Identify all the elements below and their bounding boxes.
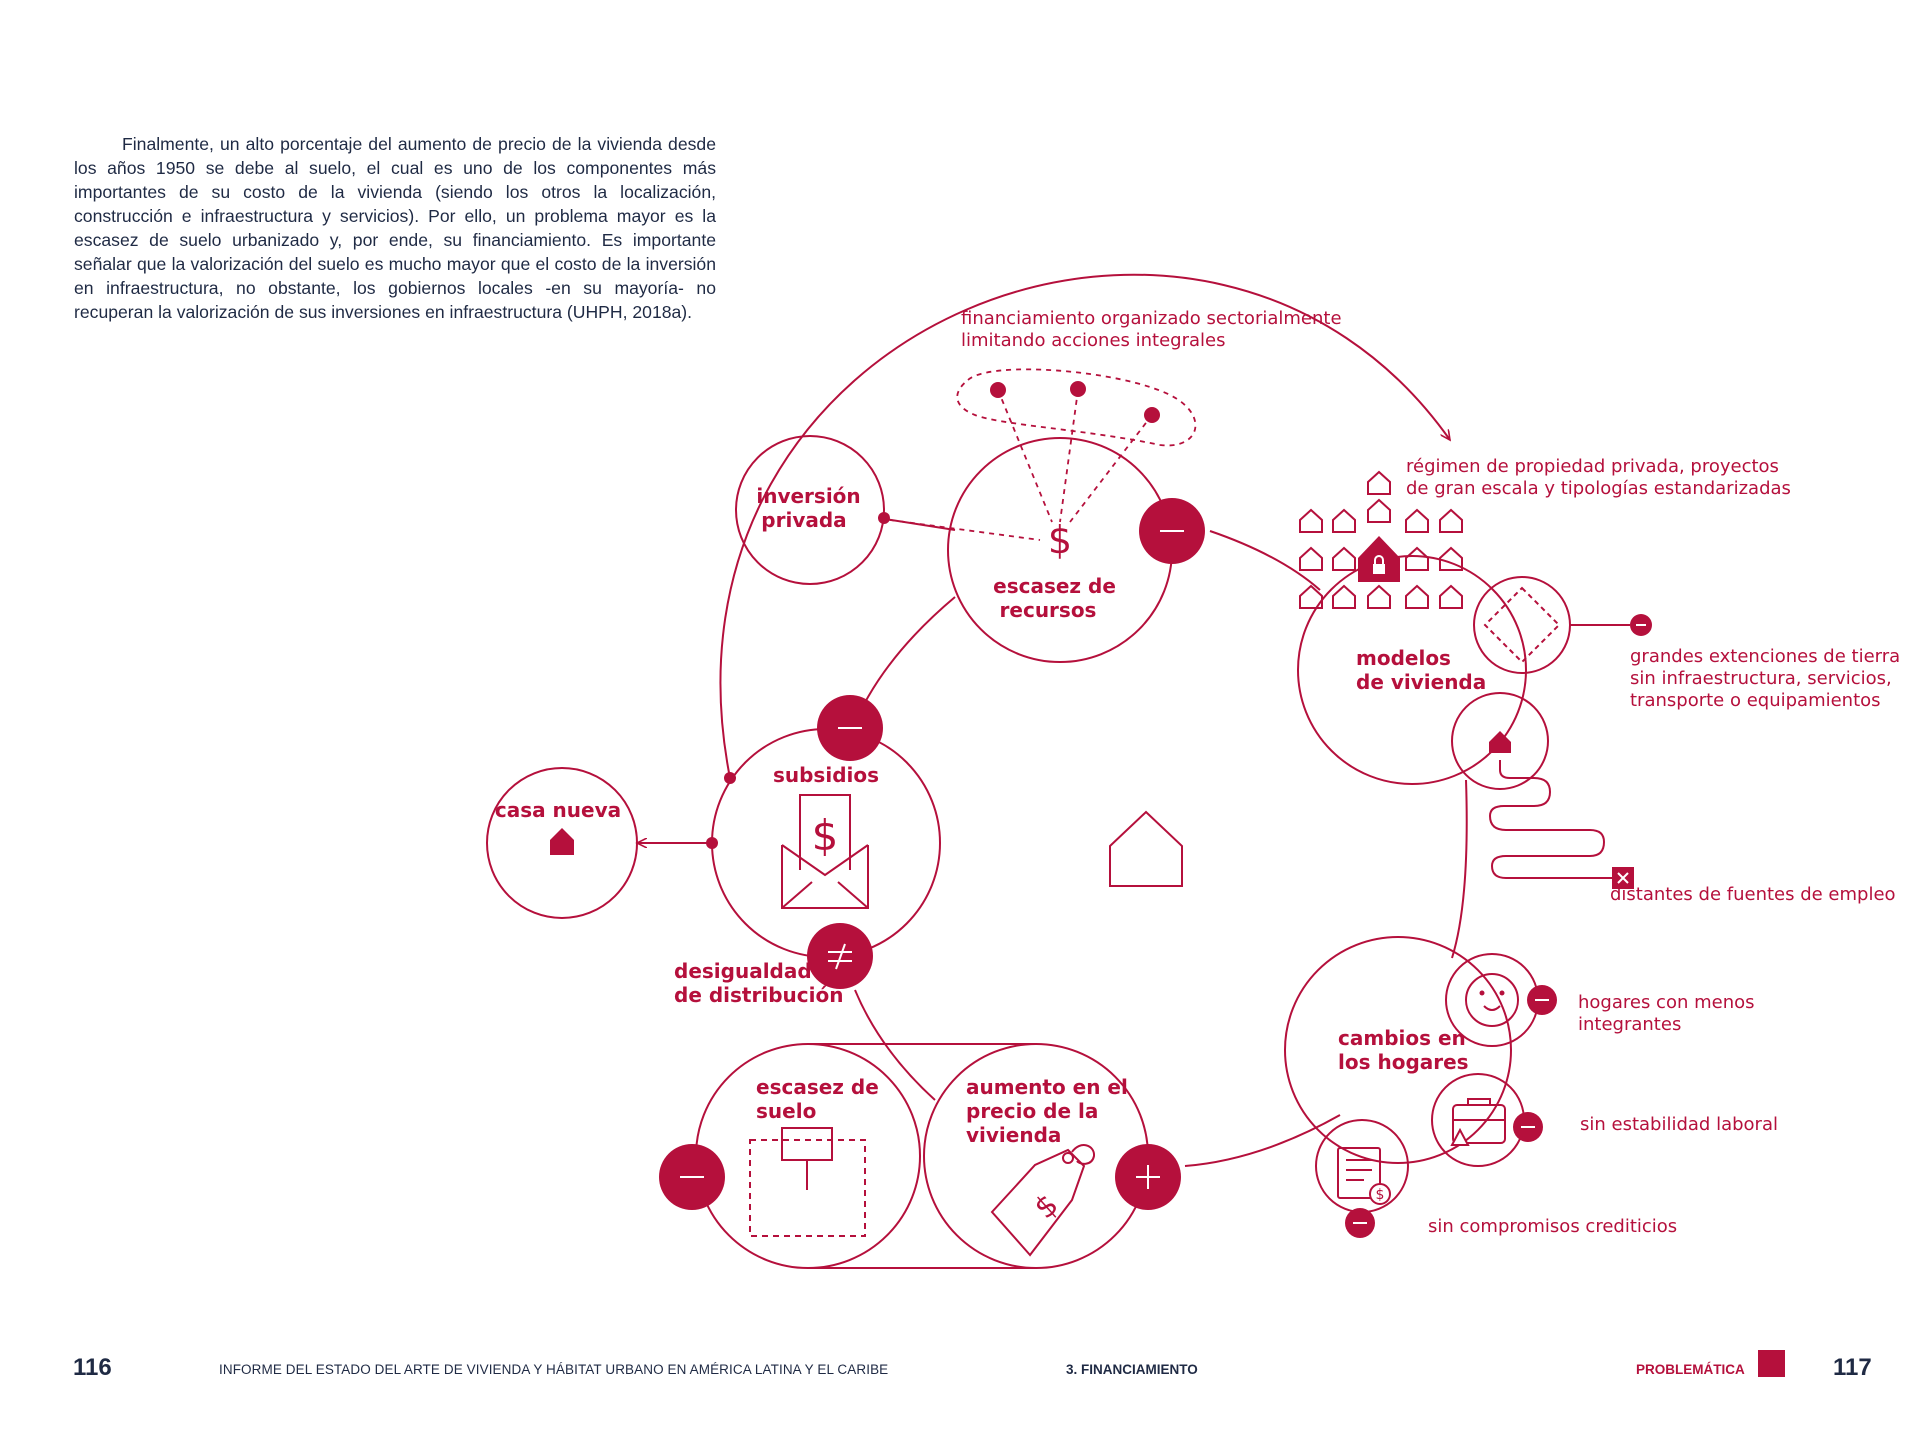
report-title: INFORME DEL ESTADO DEL ARTE DE VIVIENDA … xyxy=(219,1362,889,1377)
escasez-recursos-label: escasez de recursos xyxy=(993,574,1123,622)
price-tag-icon xyxy=(990,1144,1095,1257)
price-tag-dollar-icon: $ xyxy=(1028,1187,1066,1226)
body-paragraph: Finalmente, un alto porcentaje del aumen… xyxy=(74,134,716,322)
envelope-dollar-icon: $ xyxy=(812,811,839,860)
cambios-hogares-circle xyxy=(1284,936,1512,1164)
diamond-plot-icon xyxy=(1483,586,1561,664)
minus-badge-suelo xyxy=(659,1144,725,1210)
minus-badge-document xyxy=(1345,1208,1375,1238)
desigualdad-label: desigualdad de distribución xyxy=(674,959,843,1007)
plus-badge-aumento xyxy=(1115,1144,1181,1210)
not-equal-badge xyxy=(807,923,873,989)
regimen-note: régimen de propiedad privada, proyectos … xyxy=(1406,456,1791,499)
page-number-left: 116 xyxy=(73,1354,112,1381)
sin-estabilidad-note: sin estabilidad laboral xyxy=(1580,1114,1778,1135)
housing-block-icons xyxy=(1299,470,1463,609)
inversion-privada-label: inversión privada xyxy=(756,484,867,532)
link-recursos-modelos xyxy=(1209,530,1321,591)
svg-text:$: $ xyxy=(1376,1187,1385,1203)
casa-nueva-circle xyxy=(486,767,638,919)
section-marker xyxy=(1758,1350,1785,1377)
inversion-privada-circle xyxy=(735,435,885,585)
lock-house-icon xyxy=(1358,536,1400,582)
location-circle xyxy=(1451,692,1549,790)
minus-badge-briefcase xyxy=(1513,1112,1543,1142)
distantes-note: distantes de fuentes de empleo xyxy=(1610,884,1896,905)
house-icon xyxy=(550,828,574,855)
sin-compromisos-note: sin compromisos crediticios xyxy=(1428,1216,1677,1237)
close-icon xyxy=(1612,867,1634,889)
link-aumento-cambios xyxy=(1184,1114,1341,1167)
hogares-menos-note: hogares con menos integrantes xyxy=(1578,992,1760,1035)
document-dollar-icon xyxy=(1337,1147,1391,1205)
long-arrow-arc xyxy=(719,273,1450,779)
link-desigualdad-aumento xyxy=(854,989,936,1101)
minus-badge-face xyxy=(1527,985,1557,1015)
winding-road-icon xyxy=(1488,760,1612,879)
modelos-vivienda-circle xyxy=(1297,555,1527,785)
casa-nueva-label: casa nueva xyxy=(495,798,621,822)
financiamiento-note: financiamiento organizado sectorialmente… xyxy=(961,308,1347,351)
section-label: PROBLEMÁTICA xyxy=(1636,1362,1745,1377)
land-plot-icon xyxy=(749,1127,866,1237)
aumento-precio-label: aumento en el precio de la vivienda xyxy=(966,1075,1135,1147)
chapter-label: 3. FINANCIAMIENTO xyxy=(1066,1362,1198,1377)
minus-badge-subsidios xyxy=(817,695,883,761)
face-icon xyxy=(1465,973,1519,1027)
subsidios-label: subsidios xyxy=(773,763,879,787)
extension-circle xyxy=(1473,576,1571,674)
page-number-right: 117 xyxy=(1833,1354,1872,1381)
central-house-icon xyxy=(1109,810,1183,887)
link-modelos-cambios xyxy=(1451,779,1468,959)
cambios-hogares-label: cambios en los hogares xyxy=(1338,1026,1473,1074)
grandes-extensiones-note: grandes extenciones de tierra sin infrae… xyxy=(1630,646,1906,711)
modelos-vivienda-label: modelos de vivienda xyxy=(1356,646,1486,694)
dollar-sign-icon: $ xyxy=(1048,518,1072,562)
envelope-icon xyxy=(781,794,869,909)
minus-badge-recursos xyxy=(1139,498,1205,564)
briefcase-warning-icon xyxy=(1450,1098,1506,1146)
escasez-suelo-label: escasez de suelo xyxy=(756,1075,886,1123)
location-house-icon xyxy=(1489,731,1511,753)
